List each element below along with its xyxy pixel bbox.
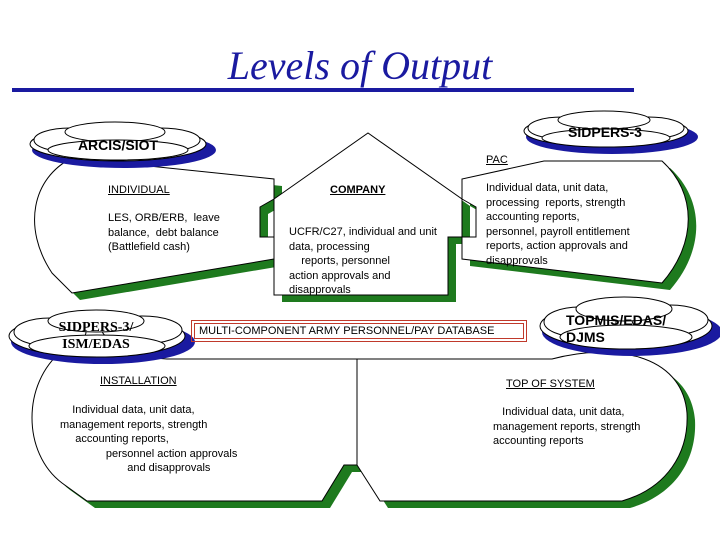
arcis-label: ARCIS/SIOT <box>77 137 159 153</box>
sidpers3-ism-cloud <box>8 309 186 358</box>
sidpers3-label: SIDPERS-3 <box>568 124 642 140</box>
left-bottom-arrow <box>31 350 358 502</box>
right-top-arrow <box>461 160 689 284</box>
pac-body: Individual data, unit data, processing r… <box>486 182 630 267</box>
title-underline <box>12 88 634 92</box>
company-body: UCFR/C27, individual and unit data, proc… <box>289 226 437 296</box>
sidpers3-cloud <box>523 110 689 148</box>
top-of-system-heading: TOP OF SYSTEM <box>506 378 595 390</box>
topmis-cloud <box>539 296 713 350</box>
right-bottom-arrow <box>356 351 688 502</box>
installation-body: Individual data, unit data, management r… <box>60 404 238 474</box>
sidpers3-ism-label: SIDPERS-3/ ISM/EDAS <box>58 320 134 352</box>
page-title: Levels of Output <box>227 43 493 88</box>
installation-heading: INSTALLATION <box>100 375 177 387</box>
left-top-arrow <box>34 157 275 294</box>
company-heading: COMPANY <box>330 184 386 196</box>
company-arrow <box>273 132 463 296</box>
pac-heading: PAC <box>486 154 508 166</box>
individual-heading: INDIVIDUAL <box>108 184 170 196</box>
top-of-system-body: Individual data, unit data, management r… <box>493 406 641 447</box>
individual-body: LES, ORB/ERB, leave balance, debt balanc… <box>108 212 220 253</box>
database-label: MULTI-COMPONENT ARMY PERSONNEL/PAY DATAB… <box>194 323 524 339</box>
arcis-cloud <box>29 121 207 162</box>
database-box: MULTI-COMPONENT ARMY PERSONNEL/PAY DATAB… <box>191 320 527 342</box>
topmis-label: TOPMIS/EDAS/ DJMS <box>566 312 667 345</box>
